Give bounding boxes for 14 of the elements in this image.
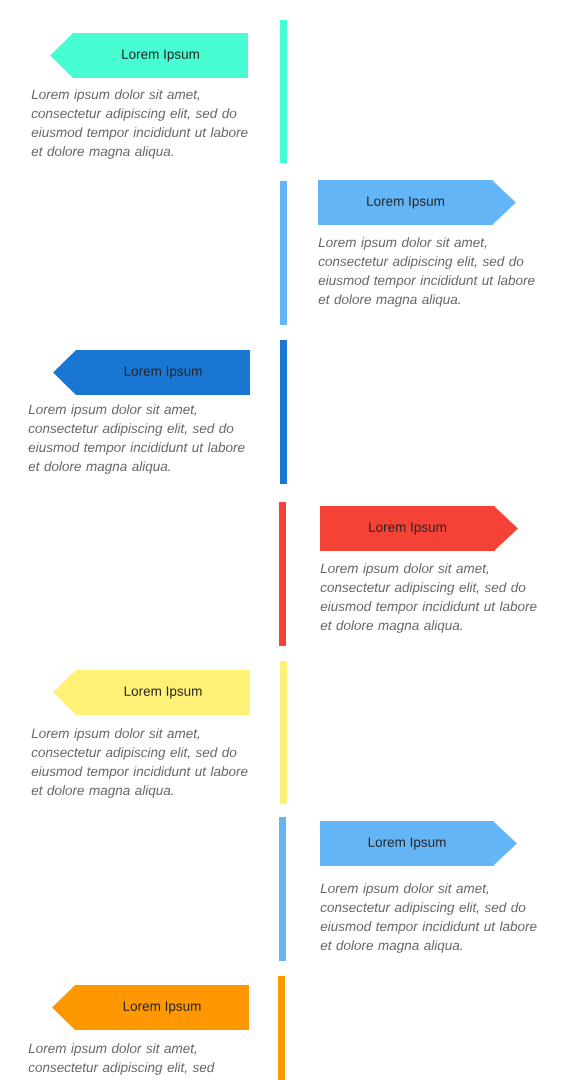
arrow-tag: Lorem Ipsum — [318, 180, 516, 225]
description-text: Lorem ipsum dolor sit amet, consectetur adipiscing elit, sed do eiusmod tempor incididunt ut labore et dolore magna aliqua. — [31, 89, 248, 159]
arrow-tag: Lorem Ipsum — [50, 33, 248, 78]
description-text: Lorem ipsum dolor sit amet, consectetur adipiscing elit, sed do eiusmod tempor incididunt ut labore et dolore magna aliqua. — [28, 404, 245, 474]
description-text: Lorem ipsum dolor sit amet, consectetur adipiscing elit, sed do eiusmod tempor incididunt ut labore et dolore magna aliqua. — [318, 237, 535, 307]
description-text: Lorem ipsum dolor sit amet, consectetur adipiscing elit, sed — [28, 1043, 215, 1075]
description-text: Lorem ipsum dolor sit amet, consectetur adipiscing elit, sed do eiusmod tempor incididunt ut labore et dolore magna aliqua. — [31, 728, 248, 798]
description-text: Lorem ipsum dolor sit amet, consectetur adipiscing elit, sed do eiusmod tempor incididunt ut labore et dolore magna aliqua. — [320, 883, 537, 953]
arrow-tag: Lorem Ipsum — [52, 985, 249, 1030]
description-text: Lorem ipsum dolor sit amet, consectetur adipiscing elit, sed do eiusmod tempor incididunt ut labore et dolore magna aliqua. — [320, 563, 537, 633]
arrow-tag: Lorem Ipsum — [320, 821, 517, 866]
arrow-tag: Lorem Ipsum — [320, 506, 518, 551]
arrow-tag: Lorem Ipsum — [53, 350, 250, 395]
arrow-tag: Lorem Ipsum — [53, 670, 250, 715]
